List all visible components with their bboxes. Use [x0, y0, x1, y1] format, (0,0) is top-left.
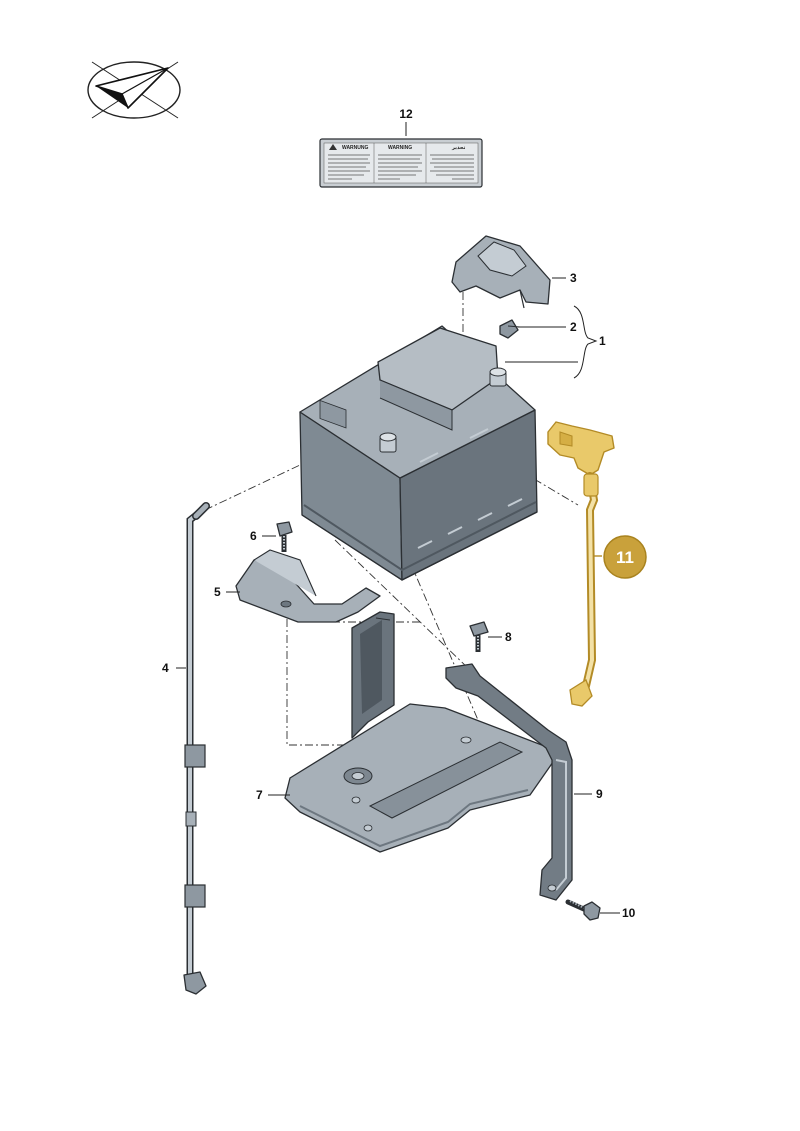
part-4-cable[interactable]: [183, 502, 210, 995]
callout-9: 9: [596, 787, 603, 801]
label-col2-head: WARNING: [388, 145, 412, 151]
part-6-bolt[interactable]: [276, 521, 293, 552]
callout-4: 4: [162, 661, 169, 675]
callout-11: 11: [616, 548, 634, 567]
label-col3-head: تحذير: [451, 145, 465, 151]
part-12-warning-label[interactable]: WARNUNG WARNING تحذير: [319, 138, 483, 188]
callouts: 12 3 2 1 4 5 6 8 7 9 10: [162, 107, 636, 920]
part-8-bolt[interactable]: [469, 621, 489, 652]
callout-11-highlight[interactable]: 11: [603, 535, 647, 579]
part-2-vent-plug[interactable]: [499, 319, 521, 339]
part-3-terminal-cover[interactable]: [451, 235, 551, 309]
callout-5: 5: [214, 585, 221, 599]
part-9-hold-down-strap[interactable]: [445, 663, 573, 901]
label-col1-head: WARNUNG: [342, 145, 368, 151]
callout-2: 2: [570, 320, 577, 334]
part-5-bracket[interactable]: [235, 549, 381, 623]
leader-lines: [176, 122, 620, 914]
callout-3: 3: [570, 271, 577, 285]
callout-12: 12: [399, 107, 413, 121]
part-10-bolt[interactable]: [565, 899, 601, 921]
brand-logo: [87, 61, 181, 119]
callout-7: 7: [256, 788, 263, 802]
callout-8: 8: [505, 630, 512, 644]
callout-6: 6: [250, 529, 257, 543]
part-1-battery[interactable]: [299, 325, 538, 581]
callout-10: 10: [622, 906, 636, 920]
part-7-battery-tray[interactable]: [284, 611, 561, 853]
part-11-ground-cable-highlighted[interactable]: [547, 421, 615, 707]
callout-1: 1: [599, 334, 606, 348]
